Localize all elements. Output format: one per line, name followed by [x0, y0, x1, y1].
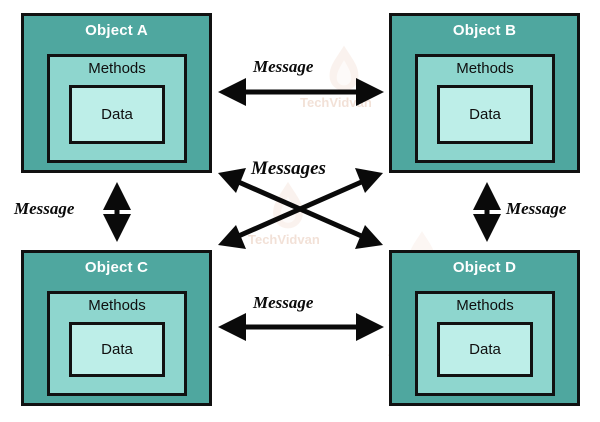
- arrow-label-a-b: Message: [253, 57, 314, 76]
- object-a-title: Object A: [85, 22, 148, 39]
- object-a-methods-box[interactable]: Methods Data: [47, 54, 187, 163]
- arrow-message-b-d: [473, 182, 501, 242]
- arrow-messages-b-c: [218, 168, 383, 249]
- arrow-label-messages-diagonal: Messages: [251, 158, 326, 179]
- object-b-methods-box[interactable]: Methods Data: [415, 54, 555, 163]
- object-c-data-box[interactable]: Data: [69, 322, 165, 377]
- arrow-label-a-c: Message: [14, 199, 75, 218]
- object-b-methods-label: Methods: [456, 60, 514, 77]
- watermark-text: TechVidvan: [300, 95, 372, 110]
- watermark-logo-center: [273, 181, 303, 229]
- object-c-methods-box[interactable]: Methods Data: [47, 291, 187, 396]
- object-d-methods-box[interactable]: Methods Data: [415, 291, 555, 396]
- object-d-title: Object D: [452, 259, 517, 276]
- arrow-message-a-c: [103, 182, 131, 242]
- object-d-data-label: Data: [469, 341, 501, 358]
- object-box-b[interactable]: Object B Methods Data: [389, 13, 580, 173]
- object-a-data-label: Data: [101, 106, 133, 123]
- object-b-title: Object B: [452, 22, 517, 39]
- arrow-message-c-d: [218, 313, 384, 341]
- object-box-d[interactable]: Object D Methods Data: [389, 250, 580, 406]
- arrow-label-c-d: Message: [253, 293, 314, 312]
- watermark-text: TechVidvan: [248, 232, 320, 247]
- object-box-a[interactable]: Object A Methods Data: [21, 13, 212, 173]
- object-d-data-box[interactable]: Data: [437, 322, 533, 377]
- object-box-c[interactable]: Object C Methods Data: [21, 250, 212, 406]
- arrow-messages-a-d: [218, 168, 383, 249]
- watermark-logo-top-center: [329, 45, 359, 91]
- object-b-data-box[interactable]: Data: [437, 85, 533, 144]
- object-c-data-label: Data: [101, 341, 133, 358]
- arrow-label-b-d: Message: [506, 199, 567, 218]
- arrow-message-a-b: [218, 78, 384, 106]
- object-a-methods-label: Methods: [88, 60, 146, 77]
- object-d-methods-label: Methods: [456, 297, 514, 314]
- object-b-data-label: Data: [469, 106, 501, 123]
- object-a-data-box[interactable]: Data: [69, 85, 165, 144]
- object-c-methods-label: Methods: [88, 297, 146, 314]
- object-c-title: Object C: [84, 259, 149, 276]
